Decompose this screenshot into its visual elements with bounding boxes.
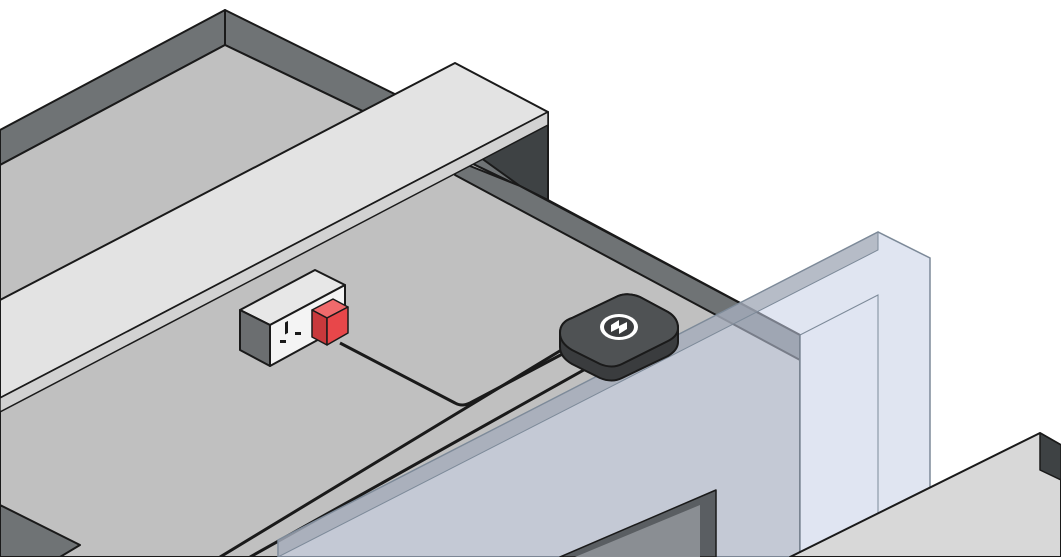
socket-cable: [339, 341, 571, 407]
power-socket: [239, 269, 349, 367]
socket-holes-icon: [280, 320, 301, 343]
smart-hub-device-icon: [559, 293, 679, 382]
front-left-ledge: [0, 504, 81, 557]
right-counter: [789, 432, 1061, 557]
overhead-beam: [0, 62, 549, 413]
lightning-logo-icon: [600, 314, 638, 340]
glass-panel: [277, 231, 931, 557]
power-plug-icon: [311, 298, 349, 346]
